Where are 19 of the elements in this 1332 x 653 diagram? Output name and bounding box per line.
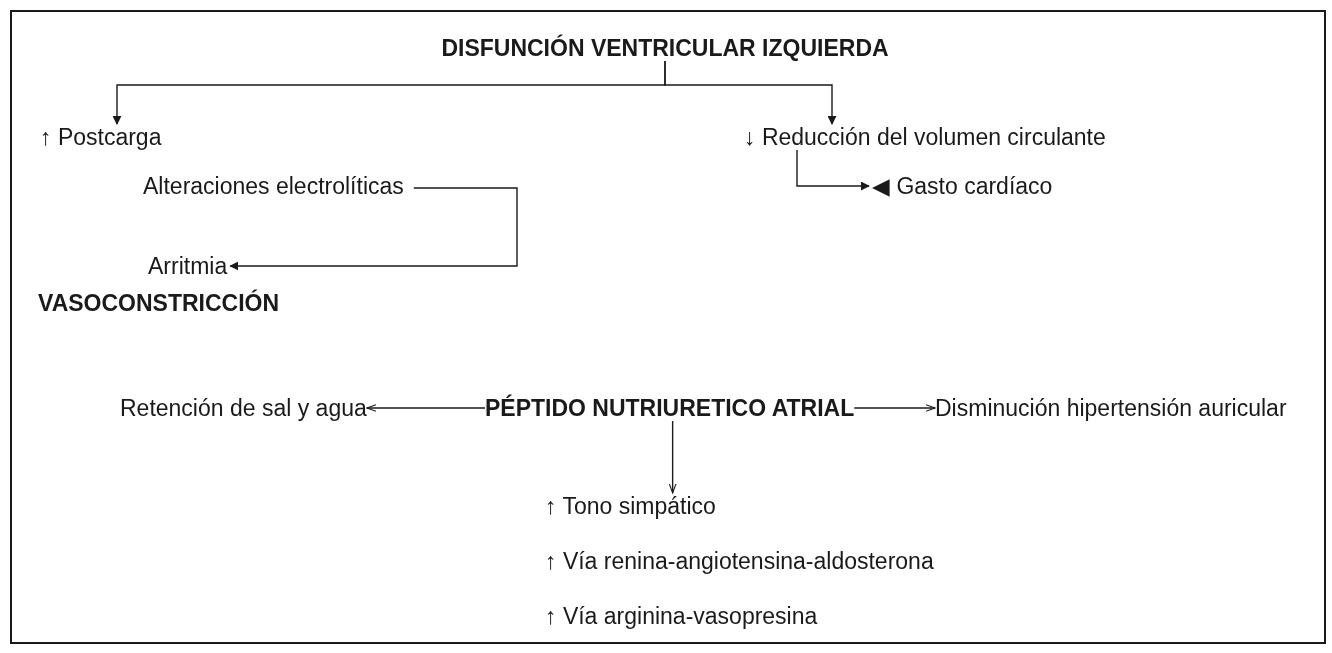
node-text: Retención de sal y agua <box>120 395 367 421</box>
list-item-text: ↑ Vía arginina-vasopresina <box>545 603 818 629</box>
arrow <box>796 149 870 191</box>
node-text: Alteraciones electrolíticas <box>143 173 404 199</box>
node-text: Arritmia <box>148 253 228 279</box>
node-text: ↓ Reducción del volumen circulante <box>744 124 1106 150</box>
arrow <box>853 404 936 412</box>
arrow <box>668 420 677 494</box>
list-item-text: ↑ Vía renina-angiotensina-aldosterona <box>545 548 934 574</box>
arrow <box>664 60 837 125</box>
heading-text: VASOCONSTRICCIÓN <box>38 290 280 316</box>
node-text: ↑ Tono simpático <box>545 493 716 519</box>
arrow <box>229 187 518 271</box>
node-text: PÉPTIDO NUTRIURETICO ATRIAL <box>485 395 855 421</box>
node-text: ↑ Postcarga <box>40 124 162 150</box>
node-text: Disminución hipertensión auricular <box>935 395 1287 421</box>
node-text: ◀ Gasto cardíaco <box>872 173 1053 199</box>
title-text: DISFUNCIÓN VENTRICULAR IZQUIERDA <box>441 35 889 61</box>
arrow <box>366 404 486 412</box>
